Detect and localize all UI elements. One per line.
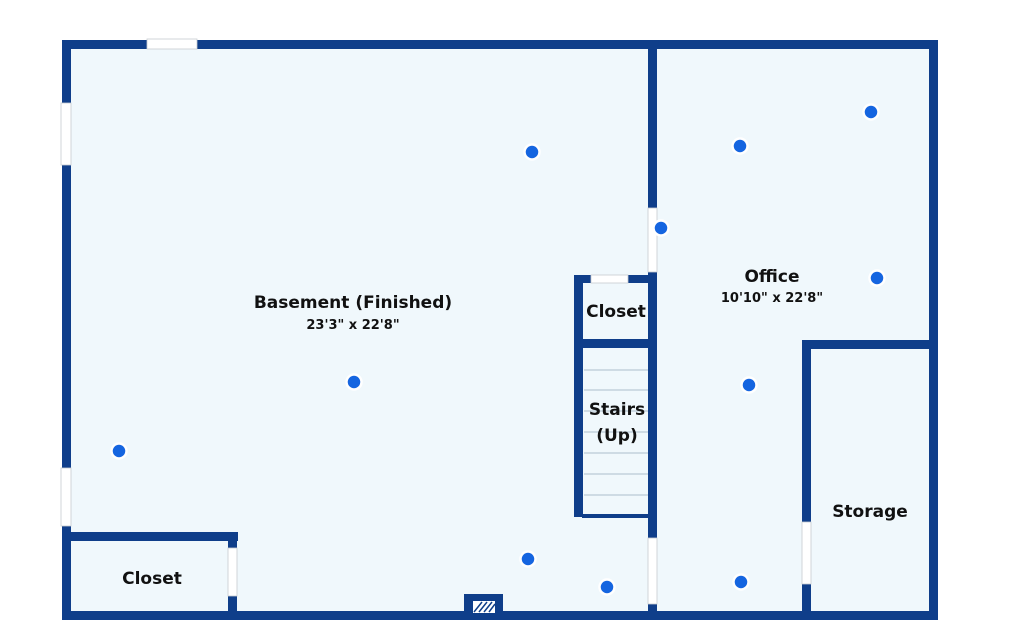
camera-markers — [110, 103, 886, 596]
storage-door — [801, 521, 812, 585]
storage-label: Storage — [832, 502, 908, 522]
vent-icon — [464, 594, 503, 616]
camera-marker[interactable] — [598, 578, 616, 596]
camera-marker[interactable] — [868, 269, 886, 287]
openings — [60, 38, 812, 605]
camera-marker[interactable] — [110, 442, 128, 460]
closet-left-label: Closet — [122, 569, 182, 589]
left-closet-door — [227, 547, 238, 597]
camera-marker[interactable] — [523, 143, 541, 161]
top-window — [146, 38, 198, 50]
camera-marker[interactable] — [345, 373, 363, 391]
left-door — [60, 467, 72, 527]
stairs-direction-label: (Up) — [596, 426, 638, 446]
stairs-floor — [582, 346, 652, 516]
camera-marker[interactable] — [732, 573, 750, 591]
stair-treads — [584, 369, 650, 496]
basement-label: Basement (Finished) — [254, 293, 452, 313]
closet-center-label: Closet — [586, 302, 646, 322]
left-window — [60, 102, 72, 166]
camera-marker[interactable] — [652, 219, 670, 237]
floor-area — [66, 44, 934, 616]
camera-marker[interactable] — [740, 376, 758, 394]
basement-dimensions: 23'3" x 22'8" — [306, 318, 399, 333]
stairs-label: Stairs — [589, 400, 645, 420]
office-label: Office — [744, 267, 799, 287]
office-door — [647, 207, 658, 273]
camera-marker[interactable] — [519, 550, 537, 568]
camera-marker[interactable] — [862, 103, 880, 121]
office-dimensions: 10'10" x 22'8" — [721, 291, 823, 306]
closet-door — [590, 274, 629, 284]
stairs-bottom-door — [647, 537, 658, 605]
camera-marker[interactable] — [731, 137, 749, 155]
